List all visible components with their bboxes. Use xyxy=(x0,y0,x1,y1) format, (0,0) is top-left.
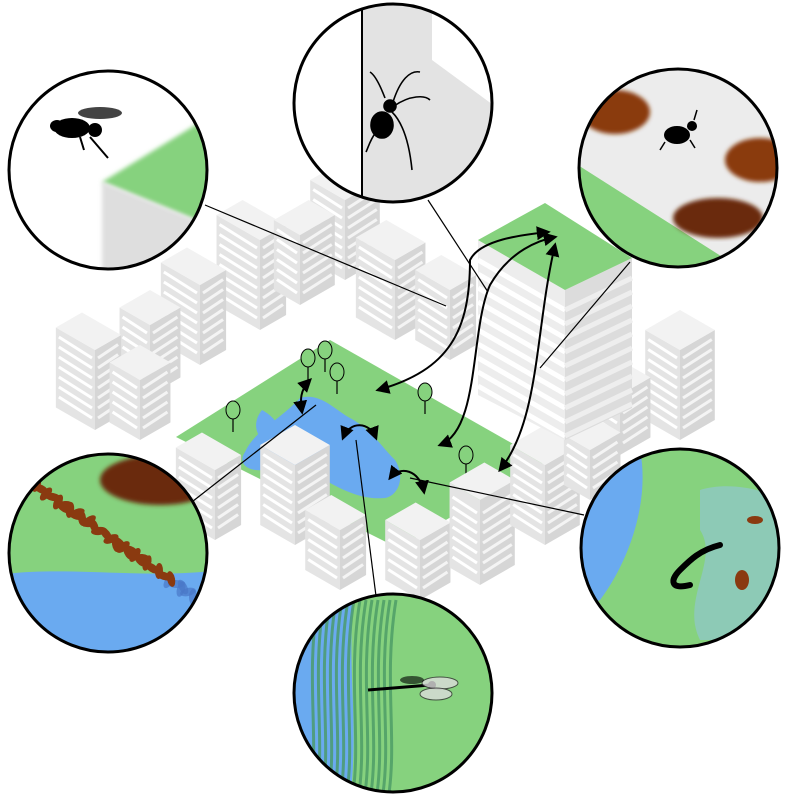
inset-bee xyxy=(7,69,209,271)
building xyxy=(273,200,335,305)
building xyxy=(260,425,330,545)
worm-icon xyxy=(670,542,723,590)
building xyxy=(415,255,477,360)
tree-icon xyxy=(458,445,474,477)
tree-icon xyxy=(329,362,345,394)
tree-icon xyxy=(317,340,333,372)
spider-icon xyxy=(365,71,431,171)
bee-icon xyxy=(50,107,122,159)
inset-worm xyxy=(579,447,781,649)
building xyxy=(305,495,367,590)
building xyxy=(385,502,451,600)
building xyxy=(645,310,715,440)
tree-icon xyxy=(225,400,241,432)
soil-patch xyxy=(580,90,650,134)
inset-dragonfly xyxy=(292,592,494,794)
dragonfly-icon xyxy=(367,676,459,701)
movement-arrows xyxy=(293,226,560,495)
building xyxy=(109,345,171,440)
beetle-icon xyxy=(659,109,698,151)
tree-icon xyxy=(300,348,316,380)
building xyxy=(355,220,426,340)
building xyxy=(449,462,515,585)
building xyxy=(160,247,227,365)
pond-inlet xyxy=(256,410,279,445)
